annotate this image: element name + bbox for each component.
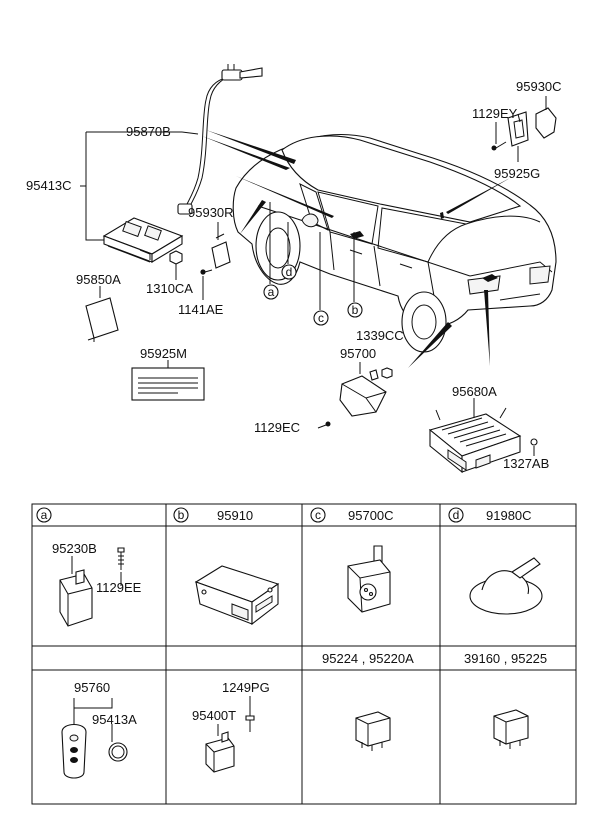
sensor-95930r	[211, 222, 231, 269]
label-95930c: 95930C	[516, 79, 562, 94]
label-1310ca: 1310CA	[146, 281, 193, 296]
svg-text:a: a	[268, 285, 275, 299]
svg-text:95700C: 95700C	[348, 508, 394, 523]
cell-relay-95224	[355, 711, 391, 751]
label-leaders	[80, 131, 199, 241]
label-95930r: 95930R	[188, 205, 234, 220]
cell-c-sensor	[347, 545, 391, 613]
label-1141ae: 1141AE	[178, 302, 224, 317]
svg-text:91980C: 91980C	[486, 508, 532, 523]
svg-text:b: b	[178, 508, 185, 522]
label-95925m: 95925M	[140, 346, 187, 361]
cell-relay-39160	[493, 709, 529, 749]
car-illustration	[202, 130, 557, 368]
svg-text:1249PG: 1249PG	[222, 680, 270, 695]
table-header-row2: 95224 , 95220A 39160 , 95225	[322, 651, 547, 666]
screw-1141ae	[200, 269, 213, 300]
svg-text:95230B: 95230B	[52, 541, 97, 556]
module-95413c	[102, 217, 184, 263]
svg-text:a: a	[41, 508, 48, 522]
nut-1339cc	[381, 367, 393, 379]
label-95870b: 95870B	[126, 124, 171, 139]
parts-table	[31, 503, 577, 805]
label-95925m	[131, 360, 205, 401]
cell-sensor-95400t: 1249PG 95400T	[192, 680, 270, 773]
label-95925g: 95925G	[494, 166, 540, 181]
cell-b-airbag-module	[194, 565, 280, 626]
antenna-cable-95870b	[177, 64, 263, 215]
callout-leaders	[269, 202, 355, 310]
header-95224-95220a: 95224 , 95220A	[322, 651, 414, 666]
svg-text:d: d	[453, 508, 460, 522]
svg-text:95400T: 95400T	[192, 708, 236, 723]
module-95700	[317, 362, 387, 429]
svg-text:1129EE: 1129EE	[96, 580, 142, 595]
header-39160-95225: 39160 , 95225	[464, 651, 547, 666]
cell-a-relay: 95230B 1129EE	[52, 541, 142, 627]
sensor-95930c-group	[491, 96, 557, 162]
label-95700: 95700	[340, 346, 376, 361]
table-header-b: b 95910	[173, 507, 253, 523]
label-1129ec: 1129EC	[254, 420, 300, 435]
cell-key-fob: 95760 95413A	[61, 680, 137, 779]
callout-d: d	[281, 264, 297, 280]
module-95680a	[428, 398, 538, 474]
svg-text:c: c	[318, 311, 324, 325]
svg-text:95760: 95760	[74, 680, 110, 695]
svg-text:b: b	[352, 303, 359, 317]
svg-text:c: c	[315, 508, 321, 522]
table-header-d: d 91980C	[448, 507, 532, 523]
label-95680a: 95680A	[452, 384, 497, 399]
callout-a: a	[263, 284, 279, 300]
label-1129ey: 1129EY	[472, 106, 518, 121]
label-1327ab: 1327AB	[503, 456, 549, 471]
table-header-a: a	[36, 507, 52, 523]
svg-text:95413A: 95413A	[92, 712, 137, 727]
top-labels: 95930C 1129EY 95925G 95870B 95413C 95930…	[26, 79, 562, 471]
label-95850a: 95850A	[76, 272, 121, 287]
nut-1310ca	[169, 250, 183, 280]
table-header-c: c 95700C	[310, 507, 394, 523]
cell-d-antenna-base	[469, 557, 543, 615]
module-95850a	[85, 286, 119, 342]
label-1339cc: 1339CC	[356, 328, 404, 343]
svg-text:95910: 95910	[217, 508, 253, 523]
callout-c: c	[313, 310, 329, 326]
callout-b: b	[347, 302, 363, 318]
label-95413c: 95413C	[26, 178, 72, 193]
svg-text:d: d	[286, 265, 293, 279]
